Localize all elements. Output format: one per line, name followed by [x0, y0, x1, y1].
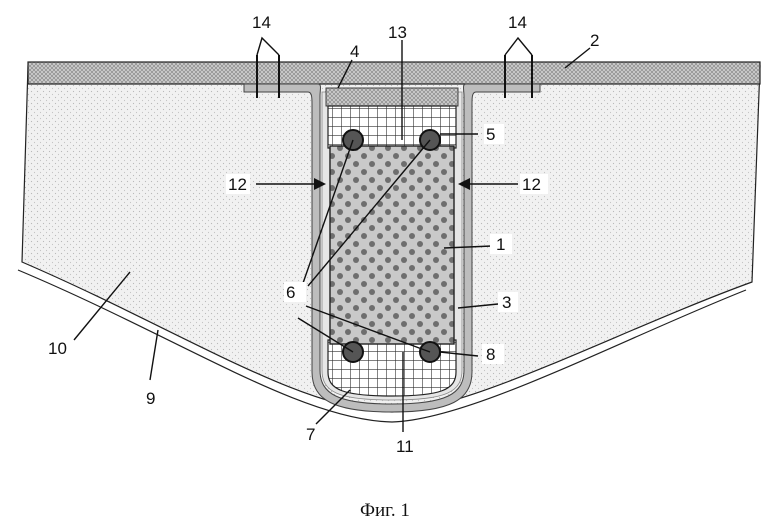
- label-8: 8: [486, 345, 495, 364]
- label-13: 13: [388, 23, 407, 42]
- label-3: 3: [502, 293, 511, 312]
- label-4: 4: [350, 42, 359, 61]
- label-7: 7: [306, 425, 315, 444]
- label-14-left: 14: [252, 13, 271, 32]
- label-5: 5: [486, 125, 495, 144]
- label-12-left: 12: [228, 175, 247, 194]
- label-14-right: 14: [508, 13, 527, 32]
- surface-layer: [28, 62, 760, 84]
- label-11: 11: [396, 437, 414, 456]
- label-12-right: 12: [522, 175, 541, 194]
- figure-caption: Фиг. 1: [360, 500, 410, 521]
- label-9: 9: [146, 389, 155, 408]
- top-cap: [326, 88, 458, 106]
- label-6: 6: [286, 283, 295, 302]
- label-10: 10: [48, 339, 67, 358]
- label-2: 2: [590, 31, 599, 50]
- label-1: 1: [496, 235, 505, 254]
- core-element: [330, 146, 454, 344]
